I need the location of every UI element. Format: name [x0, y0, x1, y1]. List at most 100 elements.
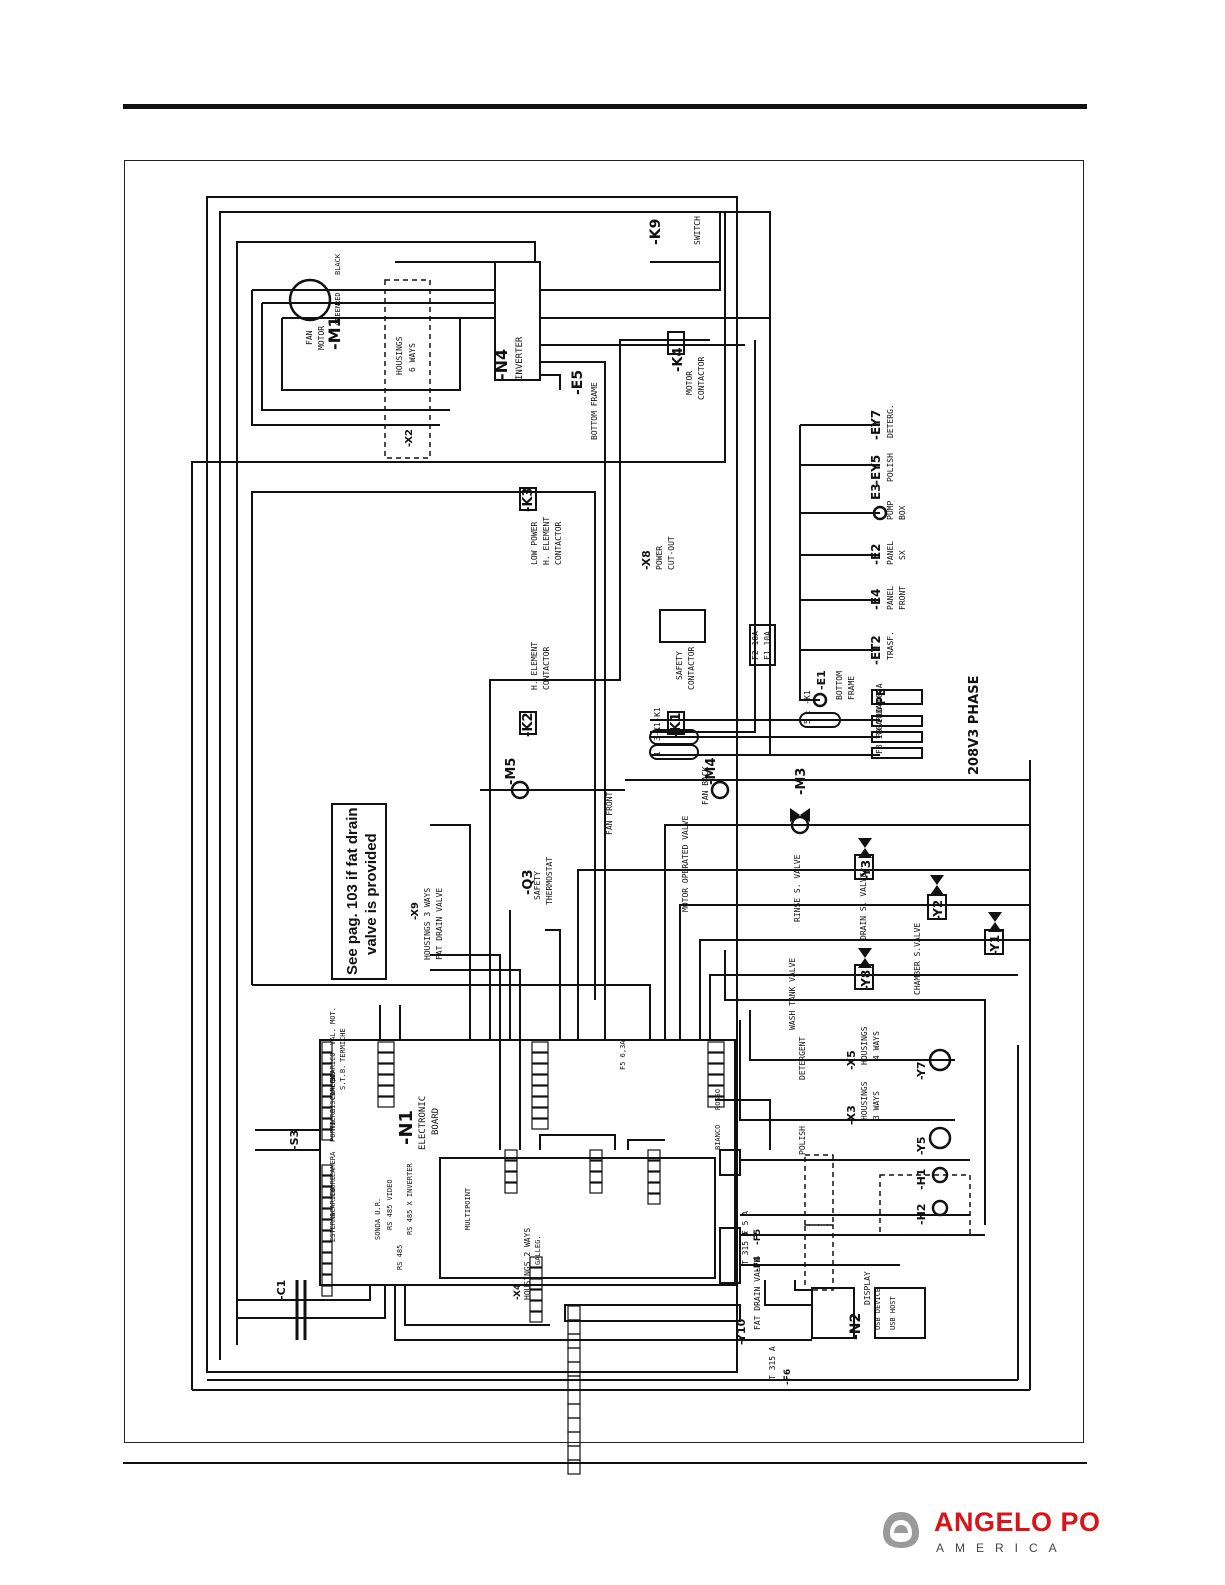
n1-mid-terminal: [504, 1182, 518, 1194]
label-board_labels-risciacquo: RISCIACQUO: [329, 1071, 337, 1113]
n1-left-terminal: [321, 1107, 333, 1119]
label-components-n4-desc: INVERTER: [515, 336, 525, 380]
wire-k2: [489, 339, 710, 1040]
wire-y1: [699, 939, 1030, 1040]
label-components-k1-tag: -K1: [669, 712, 684, 737]
lamp-terminal: [719, 1149, 741, 1176]
n1-left-terminal: [321, 1129, 333, 1141]
label-power-pe: PE: [874, 688, 888, 705]
label-board_labels-termiche: TERMICHE: [339, 1028, 347, 1062]
wire-n2-a: [764, 1280, 812, 1306]
label-components-k2-desc1: H. ELEMENT: [530, 642, 539, 690]
n1-galleg-terminal: [529, 1300, 543, 1312]
label-components-k1-desc1: SAFETY: [675, 651, 684, 680]
label-board_labels-camera: CAMERA: [329, 1074, 337, 1100]
label-components-et2-desc: TRASF.: [886, 631, 895, 660]
wire-rs485-display: [394, 1285, 812, 1341]
k4-coil: [667, 331, 685, 355]
n1-galleg-terminal: [529, 1256, 543, 1268]
label-components-k4-tag: -K4: [671, 347, 686, 372]
diagram-frame: [124, 160, 1084, 1443]
note-line-1: See pag. 103 if fat drain: [344, 807, 361, 975]
y10-terminal: [567, 1305, 581, 1321]
n1-left-terminal: [321, 1096, 333, 1108]
wire-y3: [577, 869, 1030, 1040]
n1-left-terminal: [321, 1085, 333, 1097]
label-components-e4-tag: -E4: [869, 588, 883, 610]
n1-left-b-terminal: [321, 1175, 333, 1187]
label-wire_colors-rosso: ROSSO: [714, 1089, 722, 1110]
label-components-y5-desc: POLISH: [798, 1126, 807, 1155]
n1-left-b-terminal: [321, 1263, 333, 1275]
label-components-k3-desc2: H. ELEMENT: [542, 517, 551, 565]
label-components-ey7-desc: DETERG.: [886, 404, 895, 438]
transformer-terminal: [719, 1227, 741, 1284]
label-components-n1-tag: -N1: [396, 1110, 417, 1145]
label-components-x8-desc2: CUT-OUT: [667, 536, 676, 570]
label-components-f6-tag: -F6: [783, 1369, 793, 1385]
brand-logo: ANGELO PO AMERICA: [880, 1505, 1100, 1565]
label-components-e2-desc2: SX: [898, 550, 907, 560]
label-board_labels-esterna: ESTERNA: [329, 1212, 337, 1242]
y10-terminal: [567, 1459, 581, 1475]
label-components-m4-tag: -M4: [704, 758, 719, 785]
label-board_labels-scarico: SCARICO: [329, 1052, 337, 1082]
y10-terminal: [567, 1445, 581, 1461]
n1-mid-c-terminal: [647, 1149, 661, 1161]
label-components-x5-desc2: 4 WAYS: [872, 1031, 881, 1060]
n1-mid-c-terminal: [647, 1171, 661, 1183]
k1-coil: [667, 711, 685, 735]
y7-pump-icon: [928, 1048, 952, 1072]
label-board_labels-micro: MICRO: [329, 1109, 337, 1130]
label-board_labels-rs485inv: RS 485 X INVERTER: [406, 1163, 414, 1235]
label-components-x9-desc2: FAT DRAIN VALVE: [435, 888, 444, 960]
label-components-n1-desc2: BOARD: [431, 1108, 441, 1135]
n1-mid-b-terminal: [589, 1182, 603, 1194]
wire-k3: [251, 491, 596, 1000]
f1f2-fuses: [749, 624, 776, 666]
wire-m3: [664, 824, 1030, 1040]
label-components-x8-tag: -X8: [640, 550, 653, 570]
f10-box: [871, 715, 923, 727]
k3-coil: [519, 487, 537, 511]
label-board_labels-stb: S.T.B.: [339, 1065, 347, 1090]
n1-mid-terminal: [504, 1160, 518, 1172]
wire-loop-4: [191, 212, 726, 1390]
y10-terminal: [567, 1375, 581, 1391]
label-components-y3-tag: -Y3: [859, 860, 873, 880]
label-components-q3-tag: -Q3: [521, 870, 536, 896]
n1-galleg-terminal: [529, 1311, 543, 1323]
n1-mid-terminal: [504, 1149, 518, 1161]
n1-top-b-terminal: [531, 1118, 549, 1130]
n1-left-b-terminal: [321, 1164, 333, 1176]
wire-c1-c: [300, 1285, 371, 1301]
label-components-e1-desc1: BOTTOM: [835, 671, 844, 700]
m1-motor-icon: [288, 278, 332, 322]
label-board_labels-scarico2: SCARICO: [329, 1187, 337, 1217]
n1-galleg-terminal: [529, 1278, 543, 1290]
n1-top-a-terminal: [377, 1096, 395, 1108]
label-components-k9-tag: -K9: [648, 219, 664, 245]
wire-motor-green: [281, 318, 461, 391]
label-fuses-f2: F2 10A: [751, 631, 760, 660]
label-fuse_refs-r1: 1 : -K1: [653, 722, 662, 756]
wire-n4-r1: [540, 361, 606, 1040]
label-components-f6-rating: T 315 A: [768, 1346, 777, 1380]
y1-valve-icon-b: [988, 922, 1002, 932]
label-components-x4-desc: HOUSINGS 2 WAYS: [523, 1228, 532, 1300]
n1-top-b-terminal: [531, 1085, 549, 1097]
label-board_labels-porta: PORTA: [329, 1120, 337, 1142]
label-components-m5-desc: FAN FRONT: [605, 791, 614, 835]
usb-box: [874, 1287, 926, 1339]
label-board_labels-rs485: RS 485: [396, 1245, 404, 1270]
label-components-f4-tag: -F4: [753, 1256, 763, 1272]
label-wire_colors-black: BLACK: [334, 253, 342, 275]
y8-valve-icon-b: [858, 958, 872, 968]
label-components-y8-tag: -Y8: [859, 970, 873, 990]
wire-display-feed: [724, 950, 986, 1225]
label-components-e5-tag: -E5: [570, 370, 586, 395]
wire-n1-top: [252, 984, 651, 1040]
label-components-q3-desc2: THERMOSTAT: [545, 857, 554, 905]
n1-left-terminal: [321, 1118, 333, 1130]
y10-terminal: [567, 1361, 581, 1377]
